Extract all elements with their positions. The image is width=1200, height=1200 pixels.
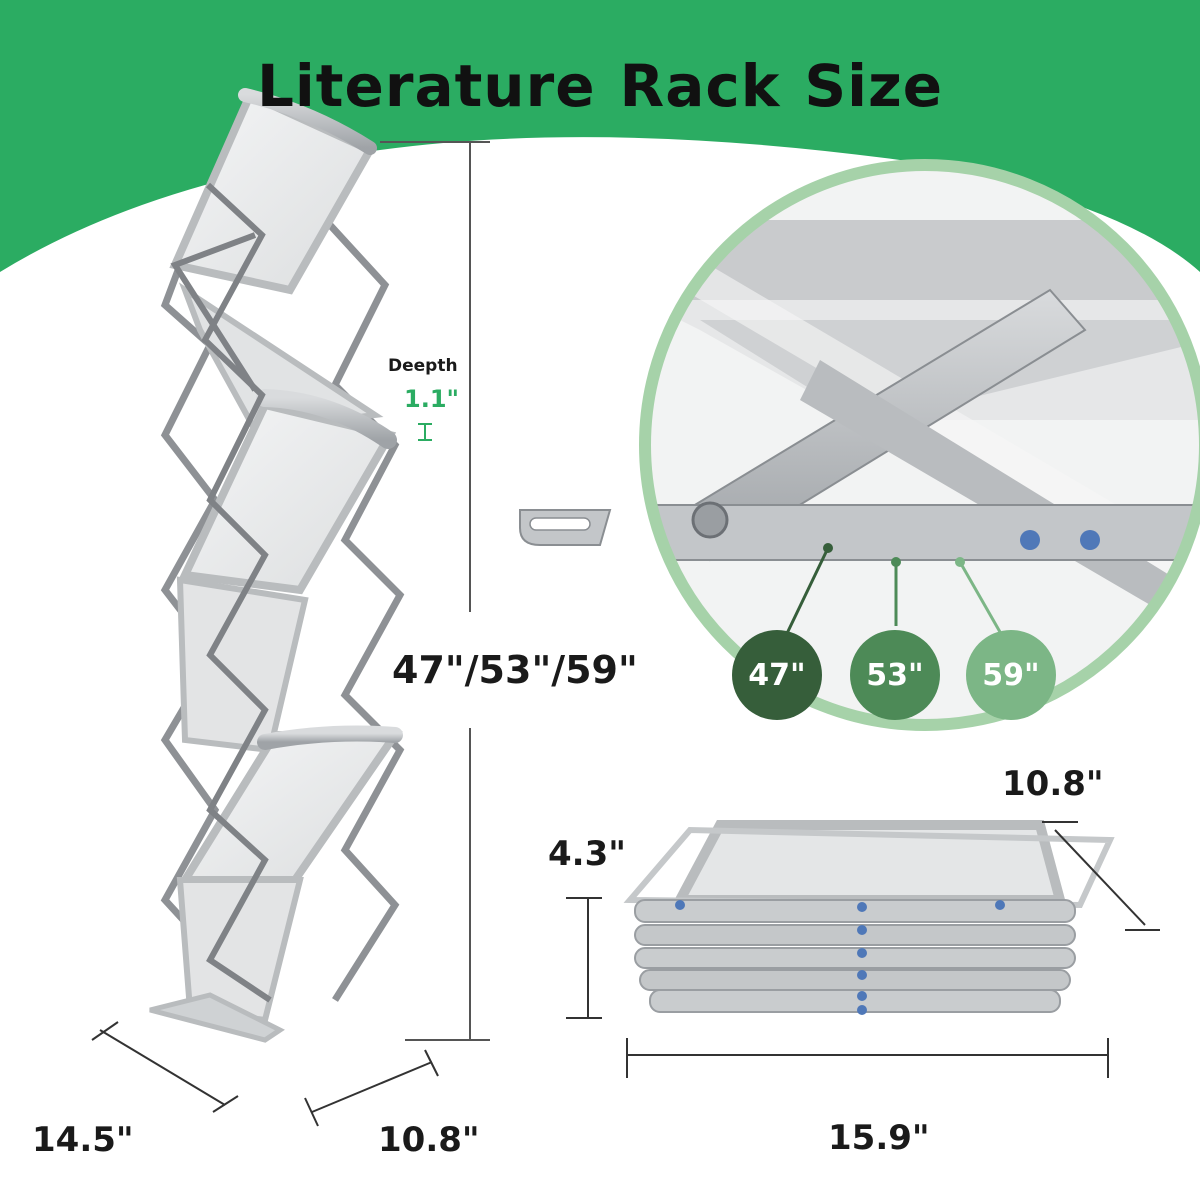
height-dimension-line: [380, 141, 490, 1041]
depth-marker: [418, 423, 432, 441]
height-badge-47: 47": [732, 630, 822, 720]
title-word-3: Size: [804, 52, 944, 120]
title-word-2: Rack: [619, 52, 781, 120]
height-value: 47"/53"/59": [392, 648, 638, 692]
depth-label: Deepth: [388, 356, 458, 376]
folded-rack-drawing: [623, 820, 1115, 1015]
folded-width-value: 15.9": [828, 1118, 930, 1158]
title-word-1: Literature: [256, 52, 596, 120]
height-badge-59: 59": [966, 630, 1056, 720]
folded-height-value: 4.3": [548, 834, 626, 874]
base-dimension-lines: [91, 1021, 439, 1127]
green-banner: [0, 0, 1200, 272]
folded-dimension-lines: [566, 821, 1160, 1078]
height-badge-53: 53": [850, 630, 940, 720]
base-depth-value: 10.8": [378, 1120, 480, 1160]
base-width-value: 14.5": [32, 1120, 134, 1160]
hinge-detail-circle: [519, 159, 1200, 731]
folded-depth-value: 10.8": [1002, 764, 1104, 804]
depth-value: 1.1": [404, 385, 460, 413]
literature-rack-drawing: [149, 88, 405, 1043]
page-title: Literature Rack Size: [0, 52, 1200, 120]
